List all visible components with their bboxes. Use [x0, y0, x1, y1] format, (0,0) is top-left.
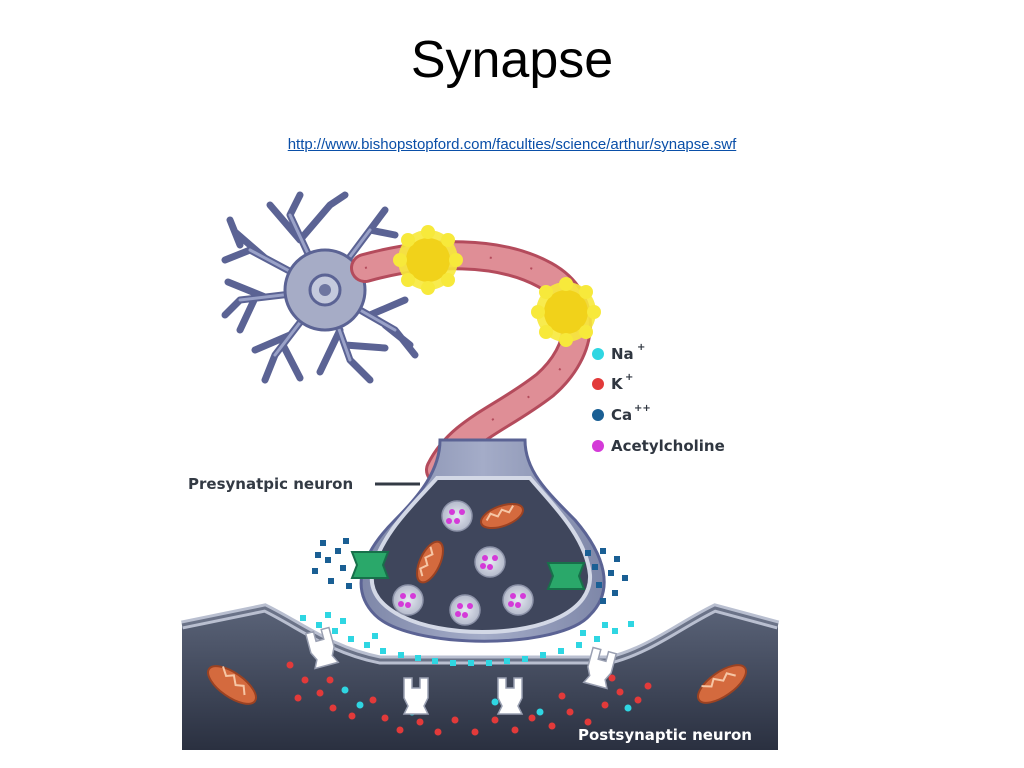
presynaptic-label: Presynatpic neuron — [188, 475, 353, 493]
legend-label-ca: Ca — [611, 406, 632, 424]
action-potential-burst-1 — [393, 225, 463, 295]
legend-label-na: Na — [611, 345, 634, 363]
legend-item-na: Na + — [592, 342, 645, 363]
legend-charge-ca: ++ — [634, 403, 651, 414]
calcium-ions — [312, 538, 628, 604]
legend-charge-k: + — [625, 372, 633, 383]
legend-swatch-k — [592, 378, 604, 390]
potassium-ions — [286, 661, 652, 736]
action-potential-burst-2 — [531, 277, 601, 347]
presynaptic-mitochondria — [416, 502, 524, 584]
legend-item-k: K + — [592, 372, 633, 393]
legend-label-ach: Acetylcholine — [611, 437, 725, 455]
vesicles — [392, 500, 534, 626]
legend-item-ca: Ca ++ — [592, 403, 651, 424]
legend-swatch-na — [592, 348, 604, 360]
legend-charge-na: + — [637, 342, 645, 353]
ion-legend: Na + K + Ca ++ Acetylcholine — [592, 342, 725, 455]
source-link[interactable]: http://www.bishopstopford.com/faculties/… — [287, 136, 737, 153]
legend-swatch-ca — [592, 409, 604, 421]
postsynaptic-neuron — [181, 603, 780, 750]
postsynaptic-label: Postsynaptic neuron — [578, 726, 752, 744]
acetylcholine-receptors — [304, 626, 618, 715]
legend-swatch-ach — [592, 440, 604, 452]
calcium-channels — [350, 551, 586, 590]
legend-label-k: K — [611, 375, 624, 393]
legend-item-ach: Acetylcholine — [592, 437, 725, 455]
slide-title: Synapse — [410, 31, 614, 89]
